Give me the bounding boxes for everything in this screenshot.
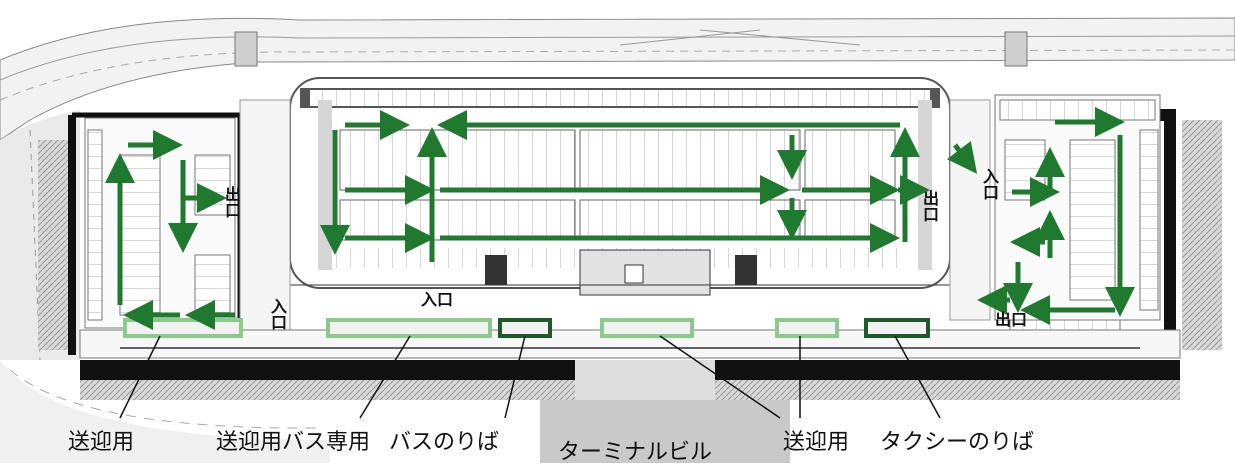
right-lot bbox=[994, 94, 1161, 346]
terminal-building bbox=[540, 360, 790, 463]
label-terminal: ターミナルビル bbox=[558, 440, 713, 465]
leader-lines bbox=[119, 335, 941, 419]
entrance-marker-right: 入口 bbox=[980, 168, 999, 200]
label-pickup-left: 送迎用 bbox=[68, 430, 135, 455]
label-taxi-stop: タクシーのりば bbox=[880, 430, 1035, 455]
left-lot bbox=[84, 117, 236, 329]
traffic-arrows bbox=[105, 107, 1135, 330]
exit-marker-far-right: 出口 bbox=[995, 310, 1028, 329]
exit-marker-left: 出口 bbox=[222, 186, 241, 218]
lower-strip-right bbox=[715, 380, 1180, 400]
left-access-lane bbox=[239, 99, 291, 331]
exit-marker-mid-right: 出口 bbox=[920, 190, 939, 222]
entrance-marker-left-bottom: 入口 bbox=[268, 298, 287, 330]
right-landscape bbox=[1182, 120, 1222, 350]
taxi-stop-zone bbox=[864, 318, 930, 338]
label-bus-only: 送迎用バス専用 bbox=[216, 430, 371, 455]
bus-only-zone bbox=[326, 318, 492, 338]
bus-stop-zone bbox=[498, 318, 552, 338]
label-bus-stop: バスのりば bbox=[389, 430, 500, 455]
center-lot bbox=[289, 77, 951, 296]
right-access-lane bbox=[949, 99, 991, 321]
entrance-marker-bottom: 入口 bbox=[421, 290, 454, 309]
label-pickup-right: 送迎用 bbox=[783, 430, 850, 455]
pickup-zone-right bbox=[775, 318, 839, 338]
right-outer-wall bbox=[1160, 109, 1176, 355]
pickup-zone-center bbox=[600, 318, 694, 338]
top-road bbox=[0, 17, 1235, 141]
lower-strip-left bbox=[80, 380, 580, 400]
left-landscape bbox=[38, 140, 72, 350]
pickup-zone-left bbox=[123, 318, 243, 338]
